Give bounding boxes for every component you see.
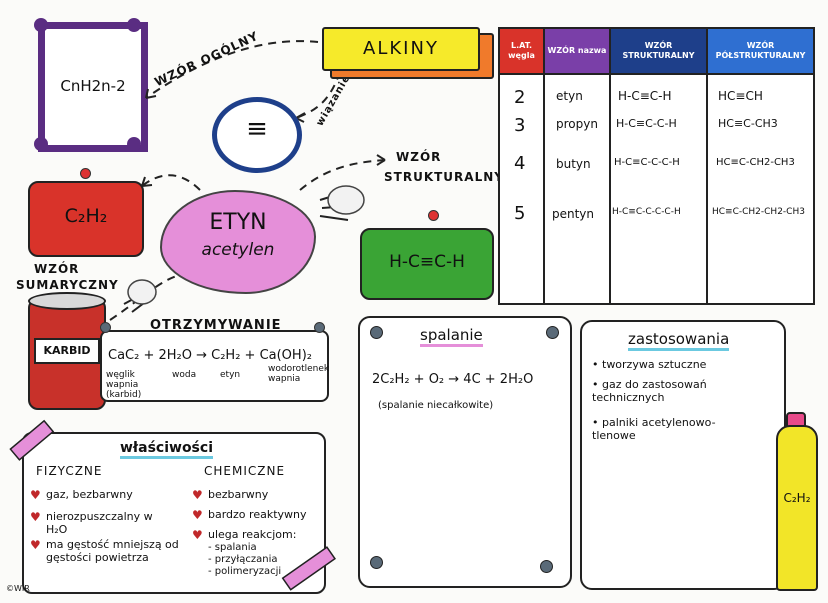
structural-formula-label-1: WZÓR [396,150,442,164]
table-header-carbon: L.AT. węgla [500,29,545,75]
gas-cylinder: C₂H₂ [776,425,818,591]
pin-icon [546,326,559,339]
chemical-subitem: - polimeryzacji [208,566,282,577]
structural-formula-label-2: STRUKTURALNY [384,170,504,184]
structural-formula-board: H-C≡C-H [360,228,494,300]
frame-corner [34,18,48,32]
physical-item: gaz, bezbarwny [46,488,133,501]
table-cell: 3 [514,115,526,136]
pin-icon [80,168,91,179]
properties-box: właściwości FIZYCZNE CHEMICZNE ♥ gaz, be… [22,432,326,594]
table-cell: H-C≡C-C-C-H [614,157,680,168]
sum-formula-label-1: WZÓR [34,262,80,276]
obtaining-box: CaC₂ + 2H₂O → C₂H₂ + Ca(OH)₂ węglik wapn… [100,330,329,402]
sum-formula-label-2: SUMARYCZNY [16,278,119,292]
properties-title: właściwości [120,440,213,459]
table-cell: etyn [556,89,583,103]
table-divider [609,75,611,303]
table-cell: H-C≡C-H [618,89,672,103]
chemical-title: CHEMICZNE [204,464,286,478]
chemical-item: bezbarwny [208,488,269,501]
sum-formula-text: C₂H₂ [64,205,108,227]
physical-item: ma gęstość mniejszą od gęstości powietrz… [46,538,179,564]
frame-corner [127,18,141,32]
obtaining-sub-carbide: węglik wapnia (karbid) [106,370,142,400]
table-cell: propyn [556,117,598,131]
obtaining-sub-water: woda [172,370,197,380]
pin-icon [370,326,383,339]
structural-formula-text: H-C≡C-H [389,252,465,272]
chemical-subitem: - spalania [208,542,257,553]
physical-item: nierozpuszczalny w H₂O [46,510,153,536]
table-cell: H-C≡C-C-C-C-H [612,207,681,217]
table-cell: 4 [514,153,526,174]
table-divider [543,75,545,303]
pin-icon [540,560,553,573]
usage-box: zastosowania • tworzywa sztuczne • gaz d… [580,320,786,590]
can-lid [28,292,106,310]
table-cell: butyn [556,157,591,171]
obtaining-title: OTRZYMYWANIE [146,318,286,333]
triple-bond-symbol: ≡ [246,114,268,144]
heart-icon: ♥ [30,538,41,552]
table-header-name: WZÓR nazwa [545,29,611,75]
alkiny-banner: ALKINY [322,27,480,71]
chemical-subitem: - przyłączania [208,554,278,565]
table-cell: pentyn [552,207,595,221]
triple-bond-badge: ≡ [212,97,302,173]
pin-icon [370,556,383,569]
combustion-title: spalanie [420,326,483,347]
heart-icon: ♥ [192,508,203,522]
karbid-label: KARBID [34,338,100,364]
etyn-name: ETYN [209,210,267,235]
table-header-structural: WZÓR STRUKTURALNY [611,29,708,75]
table-divider [706,75,708,303]
ribbon-decoration [281,546,336,591]
usage-item: • tworzywa sztuczne [592,358,707,371]
chemical-item: bardzo reaktywny [208,508,307,521]
heart-icon: ♥ [192,488,203,502]
sum-formula-board: C₂H₂ [28,181,144,257]
author-mark: ©WIR [6,584,30,593]
table-cell: HC≡C-CH3 [718,117,778,130]
obtaining-sub-ethyne: etyn [220,370,241,380]
general-formula: CnH2n-2 [60,77,126,95]
alkynes-table: L.AT. węgla WZÓR nazwa WZÓR STRUKTURALNY… [498,27,815,305]
frame-corner [127,137,141,151]
karbid-can: KARBID [28,292,106,410]
heart-icon: ♥ [192,528,203,542]
heart-icon: ♥ [30,510,41,524]
combustion-note: (spalanie niecałkowite) [378,400,494,411]
table-cell: 2 [514,87,526,108]
table-cell: 5 [514,203,526,224]
combustion-equation: 2C₂H₂ + O₂ → 4C + 2H₂O [372,372,534,387]
usage-title: zastosowania [628,330,730,351]
pin-icon [314,322,325,333]
obtaining-equation: CaC₂ + 2H₂O → C₂H₂ + Ca(OH)₂ [108,348,312,363]
table-cell: H-C≡C-C-H [616,117,677,130]
pin-icon [100,322,111,333]
ribbon-decoration [9,419,55,461]
etyn-alt-name: acetylen [201,240,275,260]
obtaining-sub-hydroxide: wodorotlenek wapnia [268,364,330,384]
table-cell: HC≡CH [718,89,763,103]
chemical-item: ulega reakcjom: [208,528,297,541]
usage-item: • palniki acetylenowo-tlenowe [592,416,716,442]
pin-icon [428,210,439,221]
table-header-semistructural: WZÓR PÓŁSTRUKTURALNY [708,29,813,75]
frame-corner [34,137,48,151]
usage-item: • gaz do zastosowań technicznych [592,378,707,404]
table-cell: HC≡C-CH2-CH2-CH3 [712,207,805,217]
general-formula-frame: CnH2n-2 [38,22,148,152]
cylinder-label: C₂H₂ [783,491,811,505]
table-cell: HC≡C-CH2-CH3 [716,157,795,168]
physical-title: FIZYCZNE [36,464,103,478]
combustion-box: spalanie 2C₂H₂ + O₂ → 4C + 2H₂O (spalani… [358,316,572,588]
etyn-cloud: ETYN acetylen [160,190,316,294]
heart-icon: ♥ [30,488,41,502]
